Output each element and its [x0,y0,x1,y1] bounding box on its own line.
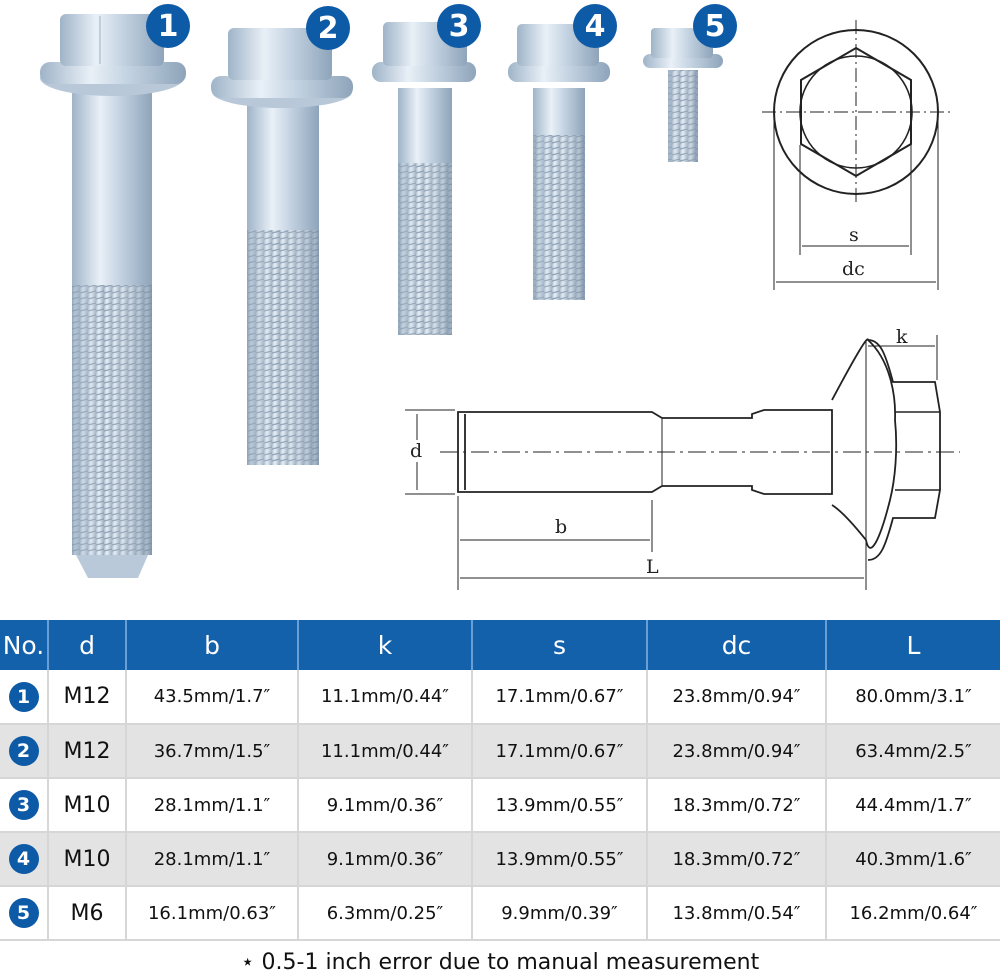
bolt-badge-3: 3 [437,4,481,48]
cell-s: 13.9mm/0.55″ [472,832,648,887]
cell-k: 11.1mm/0.44″ [298,670,473,725]
cell-b: 43.5mm/1.7″ [126,670,299,725]
cell-k: 9.1mm/0.36″ [298,778,473,833]
cell-d: M6 [48,886,127,941]
bolt-1-photo [40,14,186,578]
cell-s: 17.1mm/0.67″ [472,724,648,779]
cell-L: 80.0mm/3.1″ [826,670,1000,725]
cell-no: 3 [0,778,49,833]
header-L: L [826,620,1000,670]
bolts-and-drawings-graphic [40,14,960,590]
row-number-badge: 3 [8,790,39,820]
cell-L: 63.4mm/2.5″ [826,724,1000,779]
cell-L: 40.3mm/1.6″ [826,832,1000,887]
bolt-badge-2: 2 [306,6,350,50]
bolt-badge-4: 4 [573,4,617,48]
header-b: b [126,620,299,670]
label-dc: dc [842,258,865,280]
row-number-badge: 2 [8,736,39,766]
header-s: s [472,620,648,670]
side-view-drawing [405,335,960,590]
cell-no: 2 [0,724,49,779]
header-no: No. [0,620,49,670]
cell-L: 44.4mm/1.7″ [826,778,1000,833]
bolt-badge-5: 5 [693,4,737,48]
bolt-badge-1: 1 [146,4,190,48]
measurement-footnote: ⋆ 0.5-1 inch error due to manual measure… [240,950,760,975]
table-row: 1 M12 43.5mm/1.7″ 11.1mm/0.44″ 17.1mm/0.… [0,670,1000,725]
cell-b: 28.1mm/1.1″ [126,778,299,833]
cell-b: 28.1mm/1.1″ [126,832,299,887]
table-header-row: No. d b k s dc L [0,620,1000,670]
row-number-badge: 4 [8,844,39,874]
product-illustration: 1 2 3 4 5 s dc k d b L [40,4,960,590]
cell-s: 17.1mm/0.67″ [472,670,648,725]
cell-dc: 23.8mm/0.94″ [647,724,827,779]
cell-no: 1 [0,670,49,725]
table-row: 2 M12 36.7mm/1.5″ 11.1mm/0.44″ 17.1mm/0.… [0,724,1000,779]
table-row: 3 M10 28.1mm/1.1″ 9.1mm/0.36″ 13.9mm/0.5… [0,778,1000,833]
cell-d: M12 [48,724,127,779]
bolt-4-photo [508,24,610,300]
label-b: b [555,516,568,538]
header-d: d [48,620,127,670]
cell-d: M10 [48,778,127,833]
bolt-3-photo [372,22,476,335]
top-view-drawing [762,20,954,290]
label-s: s [849,224,859,246]
cell-no: 4 [0,832,49,887]
cell-dc: 18.3mm/0.72″ [647,832,827,887]
cell-k: 6.3mm/0.25″ [298,886,473,941]
bolt-5-photo [643,28,723,162]
cell-s: 9.9mm/0.39″ [472,886,648,941]
header-k: k [298,620,473,670]
cell-k: 9.1mm/0.36″ [298,832,473,887]
cell-L: 16.2mm/0.64″ [826,886,1000,941]
label-d: d [410,440,423,462]
cell-dc: 13.8mm/0.54″ [647,886,827,941]
table-row: 5 M6 16.1mm/0.63″ 6.3mm/0.25″ 9.9mm/0.39… [0,886,1000,941]
cell-b: 16.1mm/0.63″ [126,886,299,941]
cell-no: 5 [0,886,49,941]
row-number-badge: 5 [8,898,39,928]
specification-table: No. d b k s dc L 1 M12 43.5mm/1.7″ 11.1m… [0,620,1000,941]
row-number-badge: 1 [8,681,39,712]
cell-s: 13.9mm/0.55″ [472,778,648,833]
cell-b: 36.7mm/1.5″ [126,724,299,779]
cell-d: M10 [48,832,127,887]
cell-k: 11.1mm/0.44″ [298,724,473,779]
bolt-2-photo [211,28,353,465]
cell-dc: 18.3mm/0.72″ [647,778,827,833]
cell-d: M12 [48,670,127,725]
table-row: 4 M10 28.1mm/1.1″ 9.1mm/0.36″ 13.9mm/0.5… [0,832,1000,887]
label-k: k [896,326,908,348]
header-dc: dc [647,620,827,670]
label-L: L [646,556,659,578]
cell-dc: 23.8mm/0.94″ [647,670,827,725]
